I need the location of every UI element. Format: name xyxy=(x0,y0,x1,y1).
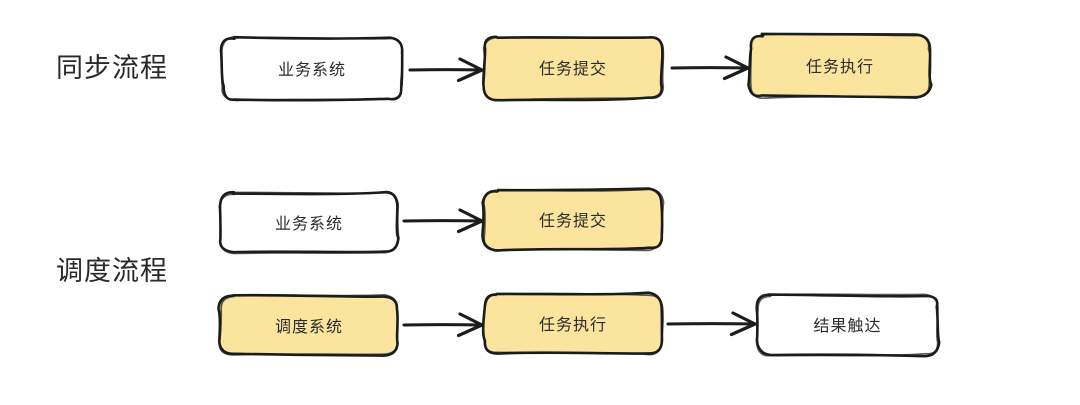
node-label: 调度系统 xyxy=(274,318,343,336)
arrow-execute-to-result xyxy=(666,311,757,337)
node-label: 任务执行 xyxy=(805,59,874,76)
node-schedule-row-bottom-0[interactable]: 调度系统 xyxy=(217,293,399,357)
arrow-scheduler-to-execute xyxy=(402,312,484,338)
node-label: 任务提交 xyxy=(538,61,607,78)
node-schedule-row-bottom-1[interactable]: 任务执行 xyxy=(481,291,664,356)
section-label-sync-flow: 同步流程 xyxy=(56,53,168,83)
node-schedule-row-top-1[interactable]: 任务提交 xyxy=(481,187,665,252)
arrow-submit-to-execute xyxy=(670,55,750,81)
node-schedule-row-top-0[interactable]: 业务系统 xyxy=(218,190,400,255)
arrow-business-to-submit-2 xyxy=(402,208,484,234)
arrow-business-to-submit xyxy=(408,57,484,83)
node-sync-row-0[interactable]: 业务系统 xyxy=(219,35,404,102)
node-label: 任务执行 xyxy=(538,316,607,334)
node-schedule-row-bottom-2[interactable]: 结果触达 xyxy=(755,293,941,358)
node-sync-row-1[interactable]: 任务提交 xyxy=(482,35,665,102)
node-label: 任务提交 xyxy=(538,212,607,230)
node-sync-row-2[interactable]: 任务执行 xyxy=(747,32,933,100)
section-label-schedule-flow: 调度流程 xyxy=(56,256,168,286)
node-label: 结果触达 xyxy=(813,318,882,335)
node-label: 业务系统 xyxy=(277,62,346,79)
node-label: 业务系统 xyxy=(274,215,343,233)
